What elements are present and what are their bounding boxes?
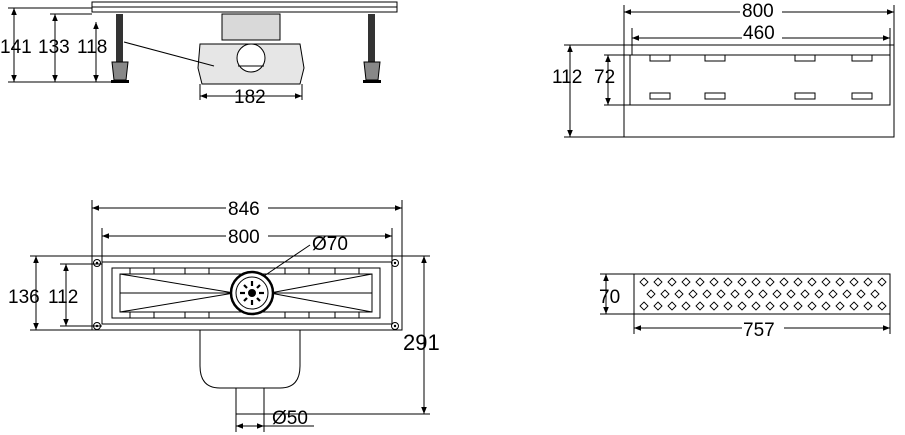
grate-perforation [765,277,775,287]
grate-perforation [681,301,691,311]
plan-channel-length: 800 [228,227,260,248]
plan-outlet-pipe [235,387,265,415]
side-height-141: 141 [0,37,32,58]
grate-perforation [674,289,684,299]
top-view-small: 800 460 112 72 [552,0,895,138]
grate-perforation [744,289,754,299]
grate-perforation [786,289,796,299]
grate-perforation [716,289,726,299]
grate-perforation [779,301,789,311]
top-total-length: 800 [742,1,774,22]
top-outer-width: 112 [552,67,582,88]
grate-perforation [660,289,670,299]
grate-length: 757 [743,320,775,341]
grate-width: 70 [599,287,620,308]
plan-outlet-grate [229,270,275,316]
grate-perforation [772,289,782,299]
grate-perforation [779,277,789,287]
grate-perforation [688,289,698,299]
grate-perforation [765,301,775,311]
grate-perforation [877,277,887,287]
top-inner-width: 72 [594,67,615,88]
grate-perforation [639,301,649,311]
grate-perforation [863,277,873,287]
grate-perforation [751,301,761,311]
side-outlet-pipe [236,43,266,73]
side-foot-left [116,14,123,62]
grate-perforation [842,289,852,299]
grate-perforation [723,277,733,287]
plan-channel [111,267,381,319]
grate-view: 70 757 [599,273,891,341]
grate-perforation [653,277,663,287]
grate-perforation [653,301,663,311]
plan-slots [129,267,360,319]
plan-flange-length: 846 [228,199,260,220]
side-height-118: 118 [77,37,107,58]
grate-perforation [667,277,677,287]
grate-perforation [828,289,838,299]
top-slots [649,54,873,100]
side-view: 141 133 118 182 [0,1,398,108]
grate-perforation [793,277,803,287]
grate-perforation [737,301,747,311]
grate-perforation [702,289,712,299]
grate-perforation [793,301,803,311]
grate-perforation [856,289,866,299]
grate-perforation [807,277,817,287]
top-inner-channel [629,54,891,106]
grate-perforation [835,277,845,287]
grate-perforation [849,301,859,311]
grate-perforation [835,301,845,311]
plan-outlet-diameter: Ø70 [312,234,348,255]
grate-perforation [821,301,831,311]
side-foot-right [368,14,375,62]
plan-pipe-diameter: Ø50 [272,408,308,429]
side-channel-body [221,13,281,41]
grate-pattern [639,277,887,311]
plan-total-depth: 291 [403,330,440,355]
grate-perforation [751,277,761,287]
grate-perforation [646,289,656,299]
side-height-133: 133 [38,37,70,58]
plan-outlet-body [199,329,301,389]
top-outer-frame [623,44,895,138]
grate-perforation [807,301,817,311]
grate-perforation [863,301,873,311]
grate-perforation [877,301,887,311]
grate-perforation [667,301,677,311]
grate-plate [633,273,891,315]
grate-perforation [709,301,719,311]
grate-perforation [821,277,831,287]
grate-perforation [870,289,880,299]
top-slot-span: 460 [743,23,775,44]
grate-perforation [758,289,768,299]
side-outlet-width: 182 [234,87,266,108]
grate-perforation [709,277,719,287]
grate-perforation [814,289,824,299]
plan-channel-width: 112 [48,287,78,308]
plan-fall-lines [119,273,373,313]
plan-view: Ø70 846 800 136 112 291 Ø50 [8,198,440,432]
grate-perforation [849,277,859,287]
grate-perforation [639,277,649,287]
grate-perforation [730,289,740,299]
grate-perforation [723,301,733,311]
grate-perforation [737,277,747,287]
plan-flange-width: 136 [8,287,40,308]
grate-perforation [800,289,810,299]
grate-perforation [681,277,691,287]
grate-perforation [695,301,705,311]
grate-perforation [695,277,705,287]
